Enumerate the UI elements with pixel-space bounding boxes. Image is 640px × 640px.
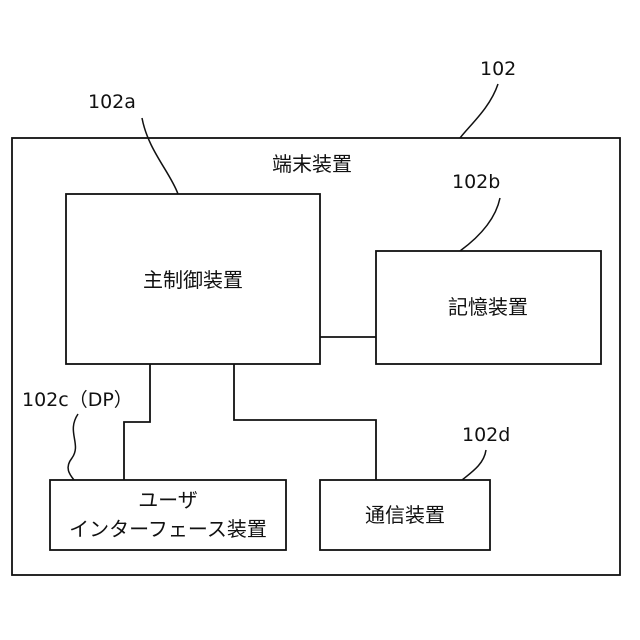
main-control-ref-label: 102a <box>88 91 136 113</box>
communication-label: 通信装置 <box>365 503 445 527</box>
main-control-label: 主制御装置 <box>143 268 243 292</box>
terminal-ref-leader <box>460 84 498 138</box>
storage-ref-label: 102b <box>452 171 500 193</box>
user-interface-ref-label: 102c（DP） <box>22 389 133 411</box>
user-interface-label-line1: ユーザ <box>138 488 198 512</box>
user-interface-label-line2: インターフェース装置 <box>69 517 267 541</box>
terminal-ref-label: 102 <box>480 58 516 80</box>
communication-ref-label: 102d <box>462 424 510 446</box>
storage-label: 記憶装置 <box>448 295 528 319</box>
terminal-title: 端末装置 <box>272 152 352 176</box>
